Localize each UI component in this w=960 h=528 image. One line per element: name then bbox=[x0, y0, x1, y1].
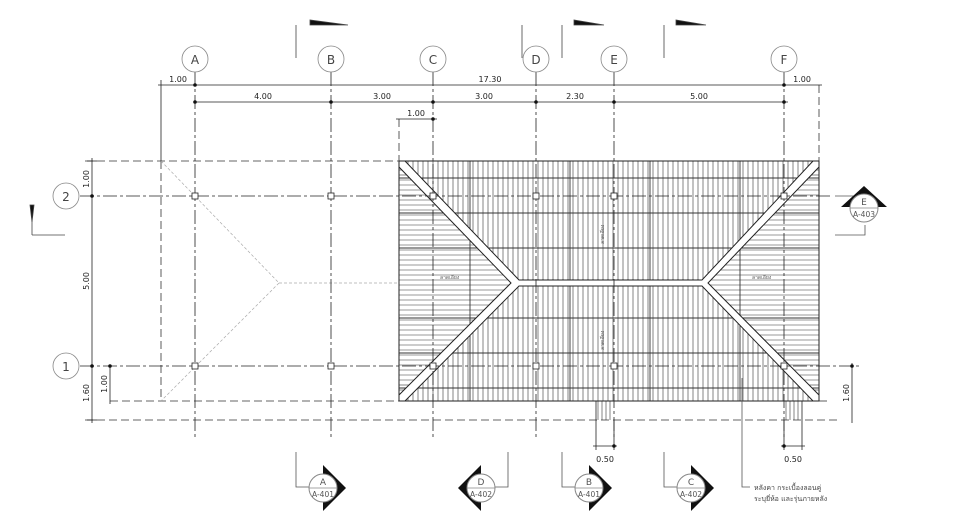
dimension-ticks bbox=[90, 83, 854, 448]
dim-left-bottom: 1.60 bbox=[82, 384, 91, 402]
dim-left-top: 1.00 bbox=[82, 170, 91, 188]
roof-note-line2: ระบุยี่ห้อ และรุ่นภายหลัง bbox=[754, 494, 827, 503]
grid-label-c: C bbox=[429, 53, 437, 67]
dim-span-bc: 3.00 bbox=[373, 92, 391, 101]
old-roof-lines bbox=[160, 160, 399, 402]
dim-overall: 17.30 bbox=[479, 75, 502, 84]
grid-bubbles bbox=[52, 45, 798, 380]
grid-label-b: B bbox=[327, 53, 335, 67]
section-bubble-a[interactable]: A A-401 bbox=[308, 465, 346, 511]
dim-bottom-left: 0.50 bbox=[596, 455, 614, 464]
dim-span-de: 2.30 bbox=[566, 92, 584, 101]
section-e-sheet: A-403 bbox=[853, 210, 875, 219]
section-d-id: D bbox=[478, 478, 485, 488]
grid-label-f: F bbox=[781, 53, 788, 67]
dim-eave-offset: 1.00 bbox=[407, 109, 425, 118]
roof-tile-hatch bbox=[398, 161, 820, 420]
section-e-id: E bbox=[861, 198, 867, 208]
slope-label-top: ลาดเอียง bbox=[599, 224, 606, 244]
dim-span-ab: 4.00 bbox=[254, 92, 272, 101]
dim-right-bottom: 1.60 bbox=[842, 384, 851, 402]
grid-lines bbox=[80, 72, 860, 440]
grid-label-1: 1 bbox=[62, 360, 70, 374]
dim-left-mid: 5.00 bbox=[82, 272, 91, 290]
slope-label-bottom: ลาดเอียง bbox=[599, 330, 606, 350]
roof-note-line1: หลังคา กระเบื้องลอนคู่ bbox=[754, 481, 822, 492]
grid-label-e: E bbox=[610, 53, 618, 67]
section-bubble-c[interactable]: C A-402 bbox=[676, 465, 714, 511]
dim-span-ef: 5.00 bbox=[690, 92, 708, 101]
slope-label-left: ลาดเอียง bbox=[440, 274, 460, 281]
dashed-outlines bbox=[85, 85, 840, 421]
section-c-sheet: A-402 bbox=[680, 490, 702, 499]
section-a-id: A bbox=[320, 478, 327, 488]
dim-span-cd: 3.00 bbox=[475, 92, 493, 101]
dim-bottom-right: 0.50 bbox=[784, 455, 802, 464]
section-markers bbox=[295, 195, 866, 488]
section-c-id: C bbox=[688, 478, 694, 488]
section-a-sheet: A-401 bbox=[312, 490, 334, 499]
section-bubble-b[interactable]: B A-401 bbox=[574, 465, 612, 511]
slope-label-right: ลาดเอียง bbox=[752, 274, 772, 281]
dim-right-overhang: 1.00 bbox=[793, 75, 811, 84]
section-b-id: B bbox=[586, 478, 592, 488]
dim-left-overhang: 1.00 bbox=[169, 75, 187, 84]
grid-label-2: 2 bbox=[62, 190, 70, 204]
section-d-sheet: A-402 bbox=[470, 490, 492, 499]
roof-ridges bbox=[398, 160, 820, 402]
section-b-sheet: A-401 bbox=[578, 490, 600, 499]
roof-outline bbox=[398, 160, 820, 402]
grid-label-d: D bbox=[531, 53, 540, 67]
column-markers bbox=[191, 192, 788, 370]
section-cut-marks-top bbox=[29, 19, 707, 236]
section-bubble-e[interactable]: E A-403 bbox=[841, 186, 887, 223]
dim-left-inner: 1.00 bbox=[100, 375, 109, 393]
section-bubble-d[interactable]: D A-402 bbox=[458, 465, 496, 511]
grid-label-a: A bbox=[191, 53, 200, 67]
